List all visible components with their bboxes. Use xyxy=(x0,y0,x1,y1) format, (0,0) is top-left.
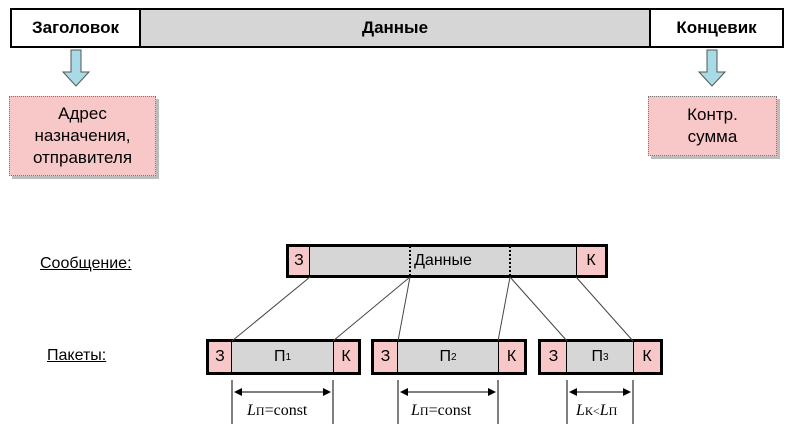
message-label: Сообщение: xyxy=(40,255,132,272)
connector-1a xyxy=(231,276,311,342)
connector-3a xyxy=(509,276,568,342)
packet-2-tail: К xyxy=(498,342,524,372)
packet-3-tail: К xyxy=(633,342,660,372)
connector-3b xyxy=(575,276,634,342)
message-data: Данные xyxy=(310,247,576,275)
dimension-label-3: LК<LП xyxy=(576,402,618,419)
down-arrow-right-icon xyxy=(697,49,727,87)
packet-1-head: З xyxy=(209,342,232,372)
connector-1b xyxy=(332,276,411,342)
packets-label: Пакеты: xyxy=(47,347,107,364)
connector-2a xyxy=(397,276,411,342)
frame-trailer-label: Концевик xyxy=(676,18,757,37)
frame-trailer: Концевик xyxy=(649,8,784,48)
packet-1-tail: К xyxy=(333,342,358,372)
frame-data: Данные xyxy=(139,8,651,48)
packet-2 xyxy=(371,339,527,375)
message-tail: К xyxy=(576,247,605,275)
message-bar xyxy=(286,244,608,278)
checksum-note: Контр. сумма xyxy=(648,96,777,156)
checksum-note-text: Контр. сумма xyxy=(687,105,738,146)
packet-2-head: З xyxy=(374,342,398,372)
packet-3 xyxy=(538,339,663,375)
dimension-label-1: LП=const xyxy=(247,402,308,419)
packet-3-head: З xyxy=(541,342,567,372)
down-arrow-left-icon xyxy=(61,49,91,87)
frame-data-label: Данные xyxy=(361,18,429,37)
packet-2-index: 2 xyxy=(450,351,457,363)
message-head: З xyxy=(289,247,310,275)
connector-2b xyxy=(497,276,511,342)
frame-header-label: Заголовок xyxy=(31,18,119,37)
packet-1 xyxy=(206,339,361,375)
address-note-text: Адрес назначения, отправителя xyxy=(32,104,133,167)
dimension-label-2: LП=const xyxy=(411,402,472,419)
address-note: Адрес назначения, отправителя xyxy=(9,96,156,176)
packet-3-index: 3 xyxy=(602,351,609,363)
packet-1-index: 1 xyxy=(285,351,292,363)
frame-header: Заголовок xyxy=(10,8,141,48)
